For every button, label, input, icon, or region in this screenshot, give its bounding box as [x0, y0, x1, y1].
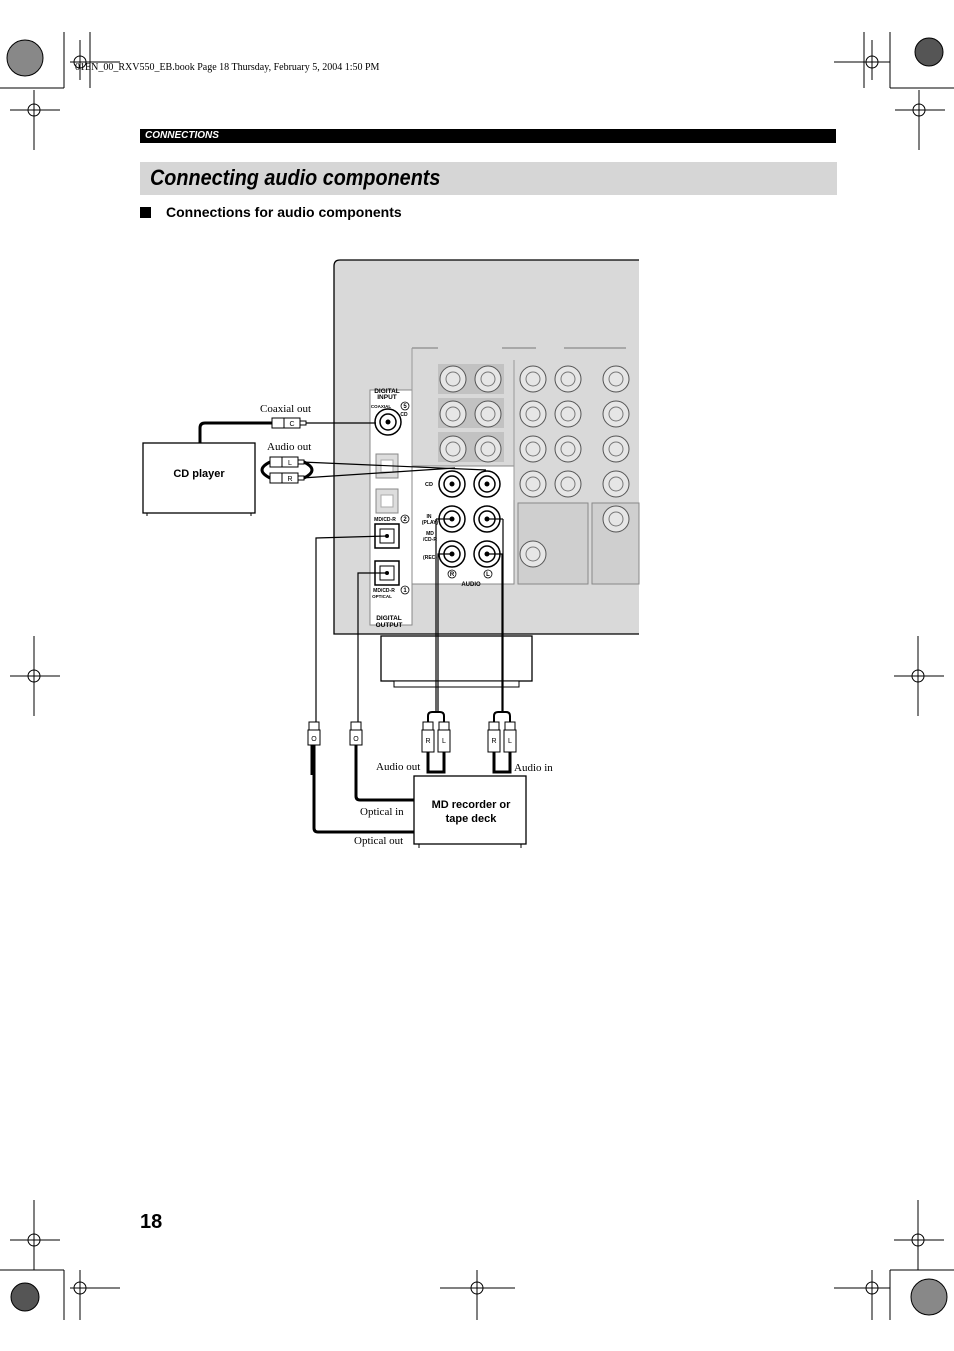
audio-in-cable-md [492, 752, 512, 774]
jack-md-label: MD [426, 531, 434, 537]
cable-leads [301, 422, 504, 722]
digital-output-label-2: OUTPUT [376, 622, 403, 629]
sub-heading-text: Connections for audio components [166, 204, 402, 220]
audio-plug-l: L [269, 456, 305, 468]
cd-player: CD player [142, 442, 256, 516]
md-in-l-label: L [508, 738, 512, 745]
num-5: 5 [403, 404, 407, 410]
audio-out-cable-md [426, 752, 446, 774]
page-title: Connecting audio components [150, 165, 441, 190]
coaxial-jack [374, 408, 402, 436]
coaxial-cable-cd [198, 421, 272, 443]
md-out-r-label: R [425, 738, 430, 745]
plug-l-label: L [288, 460, 292, 467]
jack-l-label: L [486, 572, 490, 578]
optical-label: OPTICAL [372, 594, 392, 599]
mdcdr-in-label: MD/CD-R [374, 517, 396, 523]
md-recorder: MD recorder or tape deck [413, 775, 527, 848]
audio-cable-cd-loop-right [303, 460, 314, 480]
jack-cd-label: CD [425, 482, 433, 488]
plug-c-label: C [289, 421, 294, 428]
plug-o-out-label: O [311, 736, 317, 743]
jack-rec-label: (REC) [423, 555, 437, 561]
cd-player-label: CD player [173, 468, 225, 480]
optical-plug-in: O [349, 721, 363, 746]
digital-output-label-1: DIGITAL [376, 615, 402, 622]
audio-plug-r: R [269, 472, 305, 484]
receiver-rear-panel: DIGITAL INPUT COAXIAL CD MD/CD-R MD/CD-R… [333, 259, 640, 635]
audio-in-cable-md-top [493, 711, 511, 722]
optical-out-cable [312, 745, 414, 834]
optical-in-cable [354, 745, 414, 802]
mdcdr-out-label: MD/CD-R [373, 588, 395, 594]
audio-in-md-label: Audio in [514, 762, 553, 774]
plug-r-label: R [287, 476, 292, 483]
cables [198, 421, 512, 834]
md-recorder-label-2: tape deck [446, 813, 498, 825]
jack-in-label: IN [427, 514, 432, 520]
sub-heading: Connections for audio components [140, 204, 402, 220]
registration-targets [6, 37, 948, 1320]
jack-r-label: R [450, 572, 455, 578]
optical-in-label: Optical in [360, 806, 404, 818]
audio-out-cd-label: Audio out [267, 441, 311, 453]
section-bar: CONNECTIONS [140, 129, 836, 143]
audio-out-md-label: Audio out [376, 761, 420, 773]
coaxial-plug: C [271, 417, 307, 429]
audio-cable-cd-loop-left [260, 460, 271, 480]
digital-input-label-2: INPUT [377, 394, 397, 401]
receiver-base [380, 635, 533, 688]
title-band: Connecting audio components [140, 162, 837, 195]
audio-out-cable-md-top [427, 711, 445, 722]
plug-o-in-label: O [353, 736, 359, 743]
num-2: 2 [403, 517, 407, 523]
coaxial-cd-label: CD [400, 412, 408, 418]
crop-marks [0, 32, 954, 1320]
md-recorder-label-1: MD recorder or [432, 799, 512, 811]
num-1: 1 [403, 588, 407, 594]
print-header: 01EN_00_RXV550_EB.book Page 18 Thursday,… [75, 62, 380, 73]
jack-play-label: (PLAY) [422, 520, 439, 526]
jack-cdr-label: /CD-R [423, 537, 437, 543]
square-bullet-icon [140, 207, 151, 218]
plugs: C L R O O R [269, 417, 517, 753]
page-number: 18 [140, 1211, 163, 1233]
md-out-l-label: L [442, 738, 446, 745]
optical-plug-out: O [307, 721, 321, 746]
optical-out-label: Optical out [354, 835, 403, 847]
coaxial-label: COAXIAL [371, 404, 392, 409]
audio-label: AUDIO [461, 582, 481, 588]
coaxial-out-label: Coaxial out [260, 403, 311, 415]
md-in-r-label: R [491, 738, 496, 745]
section-label: CONNECTIONS [145, 130, 219, 141]
digital-input-label-1: DIGITAL [374, 388, 400, 395]
